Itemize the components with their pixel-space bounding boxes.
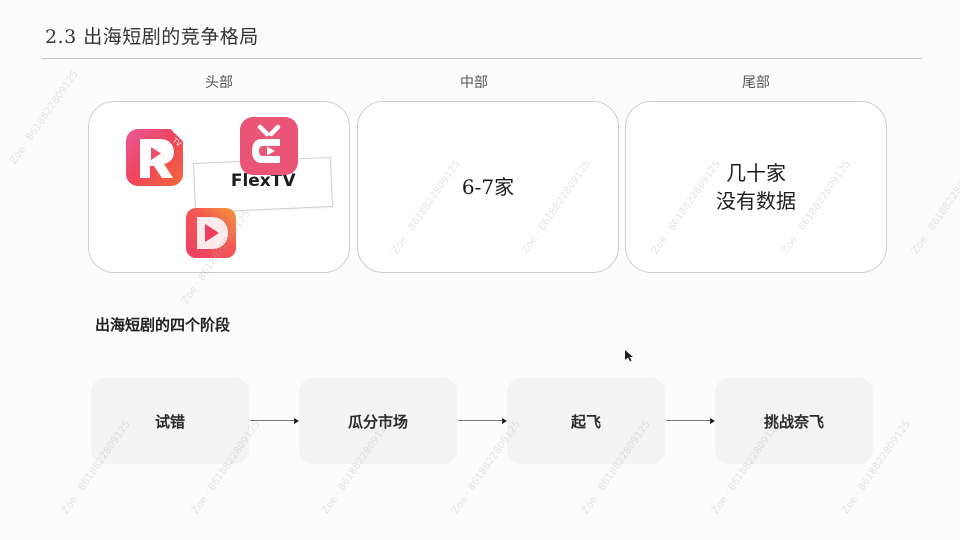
tier-label-tail: 尾部	[742, 75, 770, 91]
stage-trial: 试错	[91, 378, 249, 464]
arrow-right-icon	[250, 417, 299, 424]
play-d-icon	[186, 208, 236, 258]
slide-title: 2.3 出海短剧的竞争格局	[45, 26, 259, 48]
tier-tail-note: 没有数据	[716, 189, 796, 213]
arrow-right-icon	[666, 417, 715, 424]
stages-title: 出海短剧的四个阶段	[95, 316, 231, 334]
stage-divide-market: 瓜分市场	[299, 378, 457, 464]
reel-r-play-icon: TV	[126, 129, 183, 186]
tier-middle-count: 6-7家	[461, 175, 515, 199]
tier-label-head: 头部	[205, 75, 233, 91]
tier-card-head: TV FlexTV	[88, 101, 350, 273]
stage-takeoff: 起飞	[507, 378, 665, 464]
tier-tail-text: 几十家 没有数据	[626, 159, 886, 215]
flextv-tv-icon	[240, 117, 298, 175]
mouse-cursor-icon	[625, 347, 634, 366]
tier-card-tail: 几十家 没有数据	[625, 101, 887, 273]
arrow-right-icon	[458, 417, 507, 424]
tier-card-middle: 6-7家	[357, 101, 619, 273]
stage-challenge-netflix: 挑战奈飞	[715, 378, 873, 464]
title-divider	[42, 58, 922, 59]
tier-label-middle: 中部	[460, 75, 488, 91]
watermark: Zoe · 8618822809125	[910, 158, 960, 257]
watermark: Zoe · 8618822809125	[8, 68, 81, 167]
tier-tail-count: 几十家	[726, 161, 786, 185]
